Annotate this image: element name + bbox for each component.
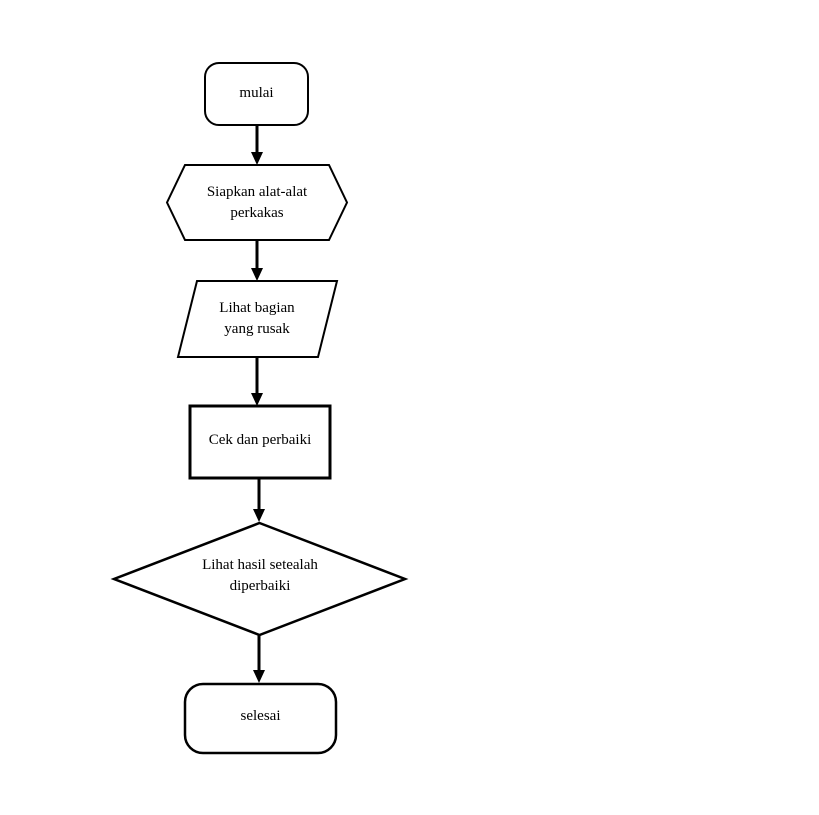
- end-node-shape: [183, 682, 338, 755]
- review-after-repair-node-label: Lihat hasil setealah diperbaiki: [202, 557, 318, 594]
- arrow-connector-inspect-to-check: [251, 357, 263, 406]
- arrow-connector-check-to-review: [253, 478, 265, 522]
- prepare-tools-node-label: Siapkan alat-alat perkakas: [206, 183, 308, 221]
- inspect-damaged-part-node-shape: [176, 280, 339, 358]
- start-node-label: mulai: [239, 85, 274, 101]
- arrow-connector-start-to-prepare: [251, 125, 263, 165]
- inspect-damaged-part-node-label: Lihat bagian yang rusak: [219, 300, 295, 337]
- arrow-connector-prepare-to-inspect: [251, 240, 263, 281]
- end-node-label: selesai: [240, 708, 281, 724]
- check-and-repair-node-label: Cek dan perbaiki: [208, 431, 312, 448]
- arrow-connector-review-to-end: [253, 635, 265, 683]
- prepare-tools-node-shape: [165, 164, 349, 241]
